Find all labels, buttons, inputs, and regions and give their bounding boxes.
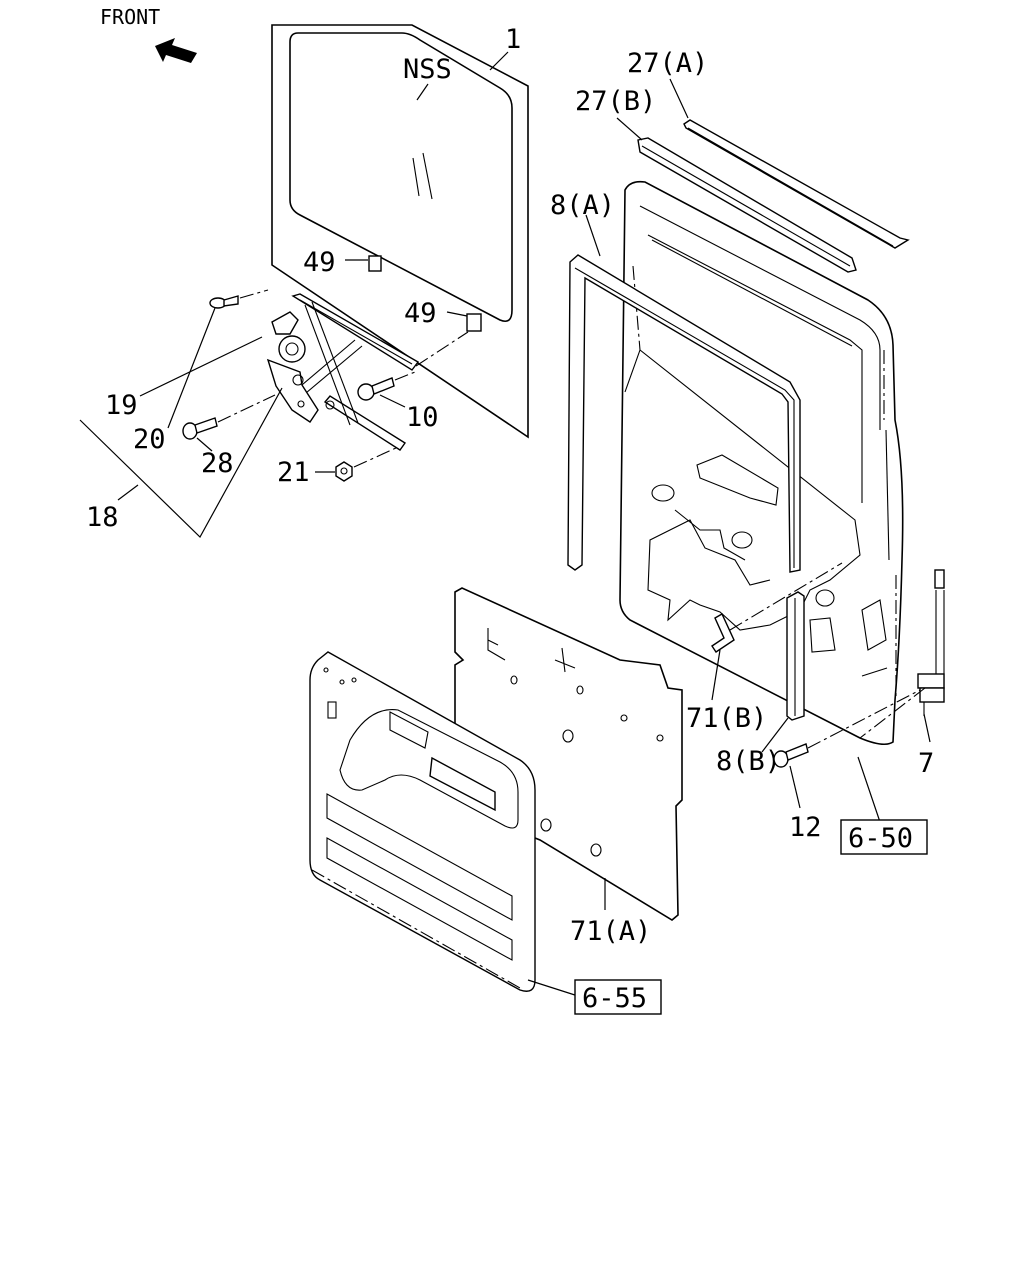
callout-21: 21 [277, 457, 310, 488]
nut-21 [335, 461, 353, 482]
ref-box-6-55 [574, 979, 662, 1015]
window-regulator [266, 293, 420, 451]
callout-19: 19 [105, 390, 138, 421]
sealing-film-71a [454, 587, 683, 921]
ref-box-6-50 [840, 819, 928, 855]
callout-49-upper: 49 [303, 247, 336, 278]
door-trim-panel [309, 651, 536, 992]
callout-27a: 27(A) [627, 48, 708, 79]
seal-clip-71b [711, 613, 735, 653]
front-label: FRONT [100, 5, 160, 29]
callout-28: 28 [201, 448, 234, 479]
glass-run-8a [567, 254, 801, 573]
callout-18: 18 [86, 502, 119, 533]
callout-71a: 71(A) [570, 916, 651, 947]
glass-run-8b [786, 591, 805, 721]
callout-10: 10 [406, 402, 439, 433]
callout-71b: 71(B) [686, 703, 767, 734]
callout-8a: 8(A) [550, 190, 615, 221]
bolt-10 [357, 377, 395, 401]
callout-7: 7 [918, 748, 934, 779]
callout-27b: 27(B) [575, 86, 656, 117]
glass-marking-nss: NSS [403, 54, 452, 85]
glass-clip-lower [466, 313, 482, 332]
ref-6-50: 6-50 [848, 823, 913, 854]
lock-rod-7 [917, 569, 945, 716]
callout-12: 12 [789, 812, 822, 843]
glass-clip-upper [368, 255, 382, 272]
door-shell [619, 180, 904, 746]
ref-6-55: 6-55 [582, 983, 647, 1014]
callout-49-lower: 49 [404, 298, 437, 329]
front-arrow-icon [155, 38, 197, 63]
bolt-28 [182, 417, 218, 440]
door-glass [271, 24, 529, 439]
bolt-12 [773, 743, 809, 768]
callout-20: 20 [133, 424, 166, 455]
callout-8b: 8(B) [716, 746, 781, 777]
callout-1: 1 [505, 24, 521, 55]
screw-20 [209, 295, 239, 309]
weatherstrip-27b [637, 137, 857, 273]
weatherstrip-27a [683, 119, 910, 249]
